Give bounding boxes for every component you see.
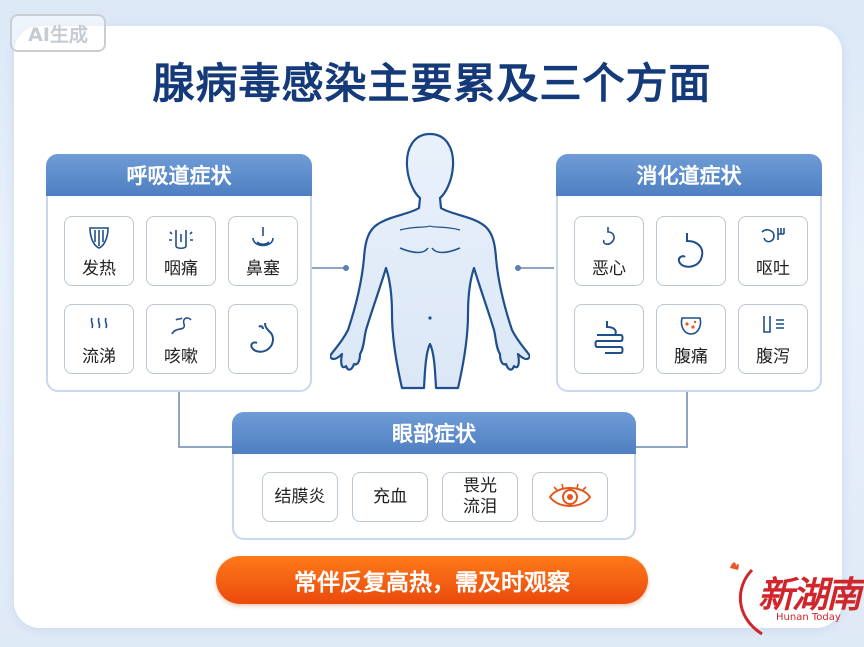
runny-nose-icon	[90, 317, 108, 328]
eye-left-connector-h	[178, 446, 234, 448]
symptom-congestion-eye: 充血	[352, 472, 428, 522]
stomach-icon	[250, 322, 275, 353]
logo-text: 新湖南	[758, 574, 862, 616]
right-connector	[518, 267, 554, 269]
eye-right-connector-h	[632, 446, 688, 448]
symptom-nausea: 恶心	[574, 216, 644, 286]
symptom-label: 呕吐	[756, 258, 790, 279]
symptom-label: 恶心	[592, 258, 626, 279]
symptom-label: 流涕	[82, 346, 116, 367]
left-connector-dot	[343, 265, 349, 271]
cough-icon	[171, 316, 192, 334]
logo-swoosh	[730, 562, 763, 636]
abdominal-pain-icon	[680, 316, 702, 335]
human-body-figure	[330, 132, 530, 390]
warning-banner: 常伴反复高热，需及时观察	[216, 556, 648, 604]
digestive-panel: 消化道症状 恶心 呕吐 腹痛 腹泻	[556, 154, 822, 392]
page-title: 腺病毒感染主要累及三个方面	[152, 59, 712, 108]
symptom-label: 咽痛	[164, 258, 198, 279]
eye-left-connector	[178, 390, 180, 446]
sore-throat-icon	[169, 229, 193, 249]
left-connector	[310, 267, 346, 269]
symptom-label: 发热	[82, 258, 116, 279]
ai-generated-badge: AI生成	[10, 14, 106, 52]
symptom-photophobia: 畏光 流泪	[442, 472, 518, 522]
symptom-label: 腹痛	[674, 346, 708, 367]
eye-panel: 眼部症状 结膜炎 充血 畏光 流泪	[232, 412, 636, 540]
respiratory-heading: 呼吸道症状	[46, 154, 312, 196]
logo-subtitle: Hunan Today	[776, 612, 841, 623]
intestine-icon	[594, 321, 624, 354]
symptom-diarrhea: 腹泻	[738, 304, 808, 374]
symptom-conjunctivitis: 结膜炎	[262, 472, 338, 522]
hunan-today-logo: 新湖南 Hunan Today	[722, 556, 862, 644]
vomit-icon	[761, 227, 785, 242]
symptom-cough: 咳嗽	[146, 304, 216, 374]
stomach-icon	[677, 233, 704, 268]
symptom-label: 咳嗽	[164, 346, 198, 367]
symptom-label: 鼻塞	[246, 258, 280, 279]
symptom-sore-throat: 咽痛	[146, 216, 216, 286]
symptom-stomach	[228, 304, 298, 374]
right-connector-dot	[515, 265, 521, 271]
respiratory-panel: 呼吸道症状 发热 咽痛 鼻塞 流涕 咳嗽	[46, 154, 312, 392]
symptom-stomach-2	[656, 216, 726, 286]
symptom-label: 腹泻	[756, 346, 790, 367]
symptom-intestine	[574, 304, 644, 374]
eye-right-connector	[686, 390, 688, 446]
diarrhea-icon	[763, 315, 784, 333]
throat-icon	[89, 226, 109, 249]
symptom-fever: 发热	[64, 216, 134, 286]
eye-heading: 眼部症状	[232, 412, 636, 454]
symptom-eye	[532, 472, 608, 522]
symptom-abdominal-pain: 腹痛	[656, 304, 726, 374]
nausea-icon	[602, 226, 615, 245]
symptom-runny-nose: 流涕	[64, 304, 134, 374]
symptom-vomit: 呕吐	[738, 216, 808, 286]
eye-icon	[548, 483, 592, 507]
nose-icon	[252, 226, 274, 246]
symptom-congestion: 鼻塞	[228, 216, 298, 286]
digestive-heading: 消化道症状	[556, 154, 822, 196]
